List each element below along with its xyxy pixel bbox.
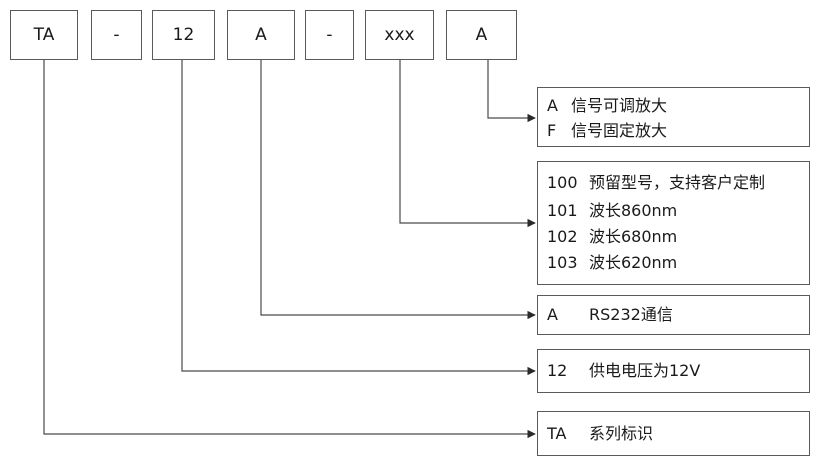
code-box-separator: - [305, 10, 354, 60]
desc-code: 100 [547, 173, 578, 192]
desc-box-voltage: 12 供电电压为12V [537, 349, 810, 393]
code-box-label: xxx [384, 25, 415, 45]
code-box-label: - [326, 25, 333, 45]
code-box-amplification: A [446, 10, 517, 60]
desc-code: A [547, 305, 558, 324]
desc-text: 供电电压为12V [589, 361, 701, 380]
connector-amplification [487, 60, 536, 123]
desc-code: F [547, 121, 557, 140]
desc-box-wavelength: 100 预留型号，支持客户定制 101 波长860nm 102 波长680nm … [537, 161, 810, 285]
desc-box-amplification: A 信号可调放大 F 信号固定放大 [537, 87, 810, 147]
desc-code: 103 [547, 253, 578, 272]
desc-box-series: TA 系列标识 [537, 411, 810, 456]
connector-voltage [181, 60, 536, 376]
desc-text: 信号固定放大 [571, 121, 668, 140]
desc-code: TA [547, 424, 567, 443]
desc-text: 波长680nm [589, 227, 678, 246]
desc-code: A [547, 96, 558, 115]
code-box-label: 12 [172, 25, 195, 45]
code-box-voltage: 12 [152, 10, 215, 60]
desc-box-communication: A RS232通信 [537, 295, 810, 335]
desc-text: 波长620nm [589, 253, 678, 272]
desc-text: 波长860nm [589, 201, 678, 220]
code-box-label: TA [33, 25, 55, 45]
desc-text: 预留型号，支持客户定制 [589, 173, 766, 192]
desc-code: 102 [547, 227, 578, 246]
desc-text: 系列标识 [589, 424, 654, 443]
connector-wavelength [399, 60, 536, 228]
desc-text: 信号可调放大 [571, 96, 668, 115]
code-box-label: - [113, 25, 120, 45]
code-box-separator: - [91, 10, 142, 60]
code-box-communication: A [227, 10, 295, 60]
code-box-label: A [255, 25, 267, 45]
desc-code: 12 [547, 361, 568, 380]
connector-communication [260, 60, 536, 320]
connector-series [43, 60, 536, 439]
code-box-label: A [475, 25, 488, 45]
desc-text: RS232通信 [589, 305, 673, 324]
code-box-series: TA [10, 10, 78, 60]
code-box-wavelength: xxx [365, 10, 434, 60]
desc-code: 101 [547, 201, 578, 220]
